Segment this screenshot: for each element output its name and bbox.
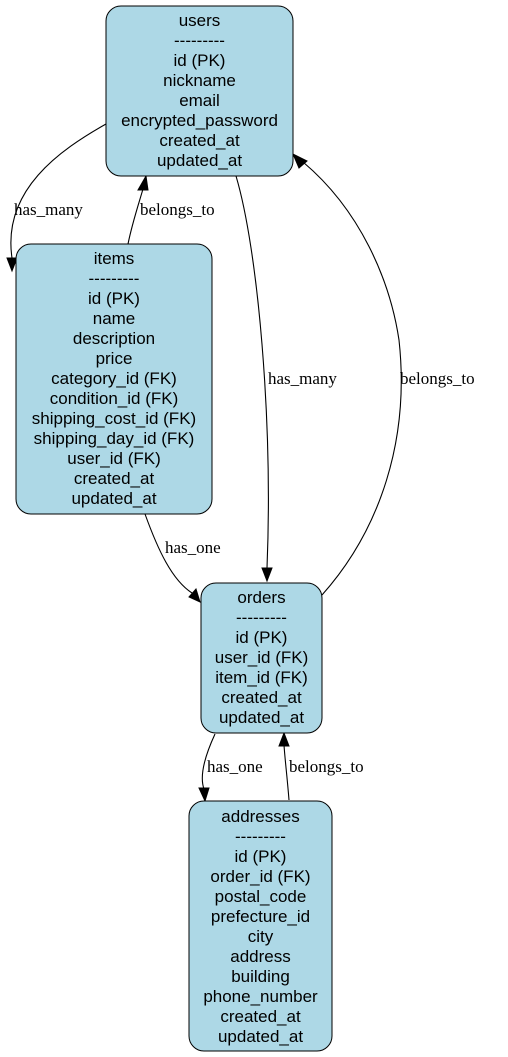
addresses-field-prefecture-id: prefecture_id: [211, 907, 310, 926]
edge-label-orders-addresses: has_one: [207, 757, 263, 776]
items-field-id: id (PK): [88, 289, 140, 308]
items-field-shipping-cost-id: shipping_cost_id (FK): [32, 409, 196, 428]
users-table-box: [105, 5, 294, 177]
addresses-field-id: id (PK): [235, 847, 287, 866]
users-field-nickname: nickname: [163, 71, 236, 90]
edge-label-addresses-orders: belongs_to: [289, 757, 364, 776]
edge-label-users-items: has_many: [14, 200, 83, 219]
addresses-field-address: address: [230, 947, 290, 966]
orders-field-created-at: created_at: [221, 688, 302, 707]
orders-field-updated-at: updated_at: [219, 708, 304, 727]
items-table-box: [15, 243, 213, 515]
orders-table-separator: ---------: [236, 608, 287, 627]
items-field-category-id: category_id (FK): [51, 369, 177, 388]
items-field-description: description: [73, 329, 155, 348]
edge-users-has-many-items: [6, 123, 107, 273]
edge-users-has-many-orders: [235, 175, 273, 583]
orders-field-user-id: user_id (FK): [215, 648, 309, 667]
addresses-table-box: [188, 800, 333, 1052]
users-field-id: id (PK): [174, 51, 226, 70]
users-field-updated-at: updated_at: [157, 151, 242, 170]
items-field-updated-at: updated_at: [71, 489, 156, 508]
users-table-title: users: [179, 11, 221, 30]
orders-table-title: orders: [237, 588, 285, 607]
items-field-condition-id: condition_id (FK): [50, 389, 179, 408]
users-field-encrypted-password: encrypted_password: [121, 111, 278, 130]
edge-label-users-orders: has_many: [268, 369, 337, 388]
items-field-created-at: created_at: [74, 469, 155, 488]
items-table-separator: ---------: [89, 269, 140, 288]
items-field-name: name: [93, 309, 136, 328]
orders-field-id: id (PK): [236, 628, 288, 647]
items-table-title: items: [94, 249, 135, 268]
addresses-table-title: addresses: [221, 807, 299, 826]
users-field-email: email: [179, 91, 220, 110]
edge-items-belongs-to-users: [127, 174, 149, 245]
edge-orders-belongs-to-users: [292, 152, 402, 596]
items-field-price: price: [96, 349, 133, 368]
orders-table-box: [200, 582, 323, 734]
users-table-separator: ---------: [174, 31, 225, 50]
addresses-field-building: building: [231, 967, 290, 986]
addresses-field-order-id: order_id (FK): [210, 867, 310, 886]
edge-items-has-one-orders: [144, 513, 201, 603]
edge-orders-has-one-addresses: [198, 733, 216, 803]
users-field-created-at: created_at: [159, 131, 240, 150]
items-field-user-id: user_id (FK): [67, 449, 161, 468]
addresses-table-separator: ---------: [235, 827, 286, 846]
edge-label-orders-users: belongs_to: [400, 369, 475, 388]
orders-field-item-id: item_id (FK): [215, 668, 308, 687]
edge-label-items-orders: has_one: [165, 538, 221, 557]
edge-label-items-users: belongs_to: [140, 200, 215, 219]
addresses-field-phone-number: phone_number: [203, 987, 318, 1006]
users-table-node: users --------- id (PK) nickname email e…: [105, 5, 294, 177]
items-field-shipping-day-id: shipping_day_id (FK): [34, 429, 195, 448]
addresses-field-postal-code: postal_code: [215, 887, 307, 906]
addresses-table-node: addresses --------- id (PK) order_id (FK…: [188, 800, 333, 1052]
addresses-field-city: city: [248, 927, 274, 946]
edge-addresses-belongs-to-orders: [278, 731, 290, 801]
items-table-node: items --------- id (PK) name description…: [15, 243, 213, 515]
orders-table-node: orders --------- id (PK) user_id (FK) it…: [200, 582, 323, 734]
addresses-field-created-at: created_at: [220, 1007, 301, 1026]
addresses-field-updated-at: updated_at: [218, 1027, 303, 1046]
